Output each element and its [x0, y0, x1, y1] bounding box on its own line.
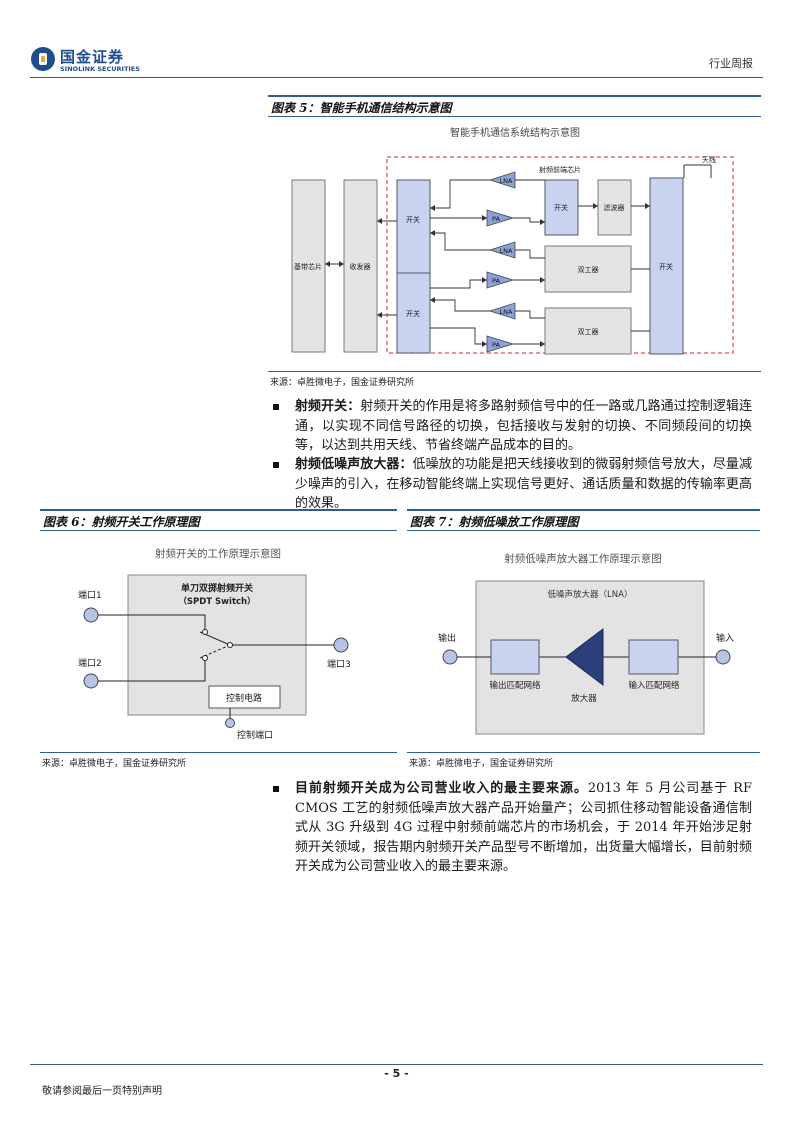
- logo-icon: [31, 47, 55, 71]
- fig5-top-rule: [268, 95, 761, 97]
- control-circuit-block: [208, 685, 281, 709]
- fig5-source: 来源：卓胜微电子，国金证券研究所: [270, 378, 415, 388]
- lna-3-label: LNA: [500, 308, 513, 316]
- port3-label: 端口3: [327, 658, 351, 670]
- fig7-source: 来源：卓胜微电子，国金证券研究所: [409, 759, 554, 769]
- switch-block-bottom: [396, 272, 431, 354]
- control-port-label: 控制端口: [237, 729, 273, 741]
- switch-label-antenna: 开关: [659, 262, 673, 271]
- fig7-bottom-rule: [407, 752, 760, 753]
- company-logo: 国金证券 SINOLINK SECURITIES: [30, 46, 145, 74]
- para-rf-switch-text: 射频开关的作用是将多路射频信号中的任一路或几路通过控制逻辑连通，以实现不同信号路…: [295, 399, 752, 453]
- logo-en: SINOLINK SECURITIES: [60, 65, 140, 73]
- port3-terminal: [333, 637, 349, 653]
- para-lna-lead: 射频低噪声放大器：: [295, 457, 413, 472]
- bullet-1: [273, 404, 279, 410]
- para-lna-text: 低噪放的功能是把天线接收到的微弱射频信号放大，尽量减少噪声的引入，在移动智能终端…: [295, 457, 752, 511]
- lna-diagram: 射频低噪声放大器工作原理示意图 低噪声放大器（LNA） 输出 输入 输出匹配网络…: [438, 552, 734, 735]
- bullet-3: [273, 786, 279, 792]
- fig6-title: 图表 6：射频开关工作原理图: [43, 515, 200, 529]
- para-rf-switch: 射频开关：射频开关的作用是将多路射频信号中的任一路或几路通过控制逻辑连通，以实现…: [295, 397, 752, 456]
- transceiver-block: [343, 179, 378, 353]
- output-label: 输出: [438, 632, 456, 644]
- footer-rule: [30, 1064, 763, 1065]
- fig5-diagram-title: 智能手机通信系统结构示意图: [450, 126, 580, 139]
- fig5-title: 图表 5：智能手机通信结构示意图: [271, 101, 452, 115]
- pa-3-label: PA: [492, 341, 501, 349]
- page-number: - 5 -: [384, 1067, 409, 1080]
- output-match-label: 输出匹配网络: [489, 680, 541, 691]
- fig6-top-rule: [40, 509, 397, 511]
- input-match-block: [628, 639, 679, 675]
- amplifier-triangle: [565, 627, 604, 687]
- antenna-label: 天线: [702, 155, 716, 164]
- pa-1-label: PA: [492, 215, 501, 223]
- control-circuit-label: 控制电路: [226, 692, 262, 704]
- control-port-terminal: [225, 718, 235, 728]
- fig6-title-rule: [40, 530, 397, 531]
- fig5-title-rule: [268, 116, 761, 117]
- filter-block: [597, 179, 632, 236]
- fig6-source: 来源：卓胜微电子，国金证券研究所: [42, 759, 187, 769]
- para-lna: 射频低噪声放大器：低噪放的功能是把天线接收到的微弱射频信号放大，尽量减少噪声的引…: [295, 455, 752, 514]
- duplexer-label-2: 双工器: [578, 328, 599, 336]
- fig7-diagram-title: 射频低噪声放大器工作原理示意图: [504, 552, 662, 565]
- lna-box-title: 低噪声放大器（LNA）: [548, 589, 633, 600]
- header-rule: [30, 77, 763, 78]
- report-type: 行业周报: [709, 57, 753, 70]
- transceiver-label: 收发器: [350, 262, 371, 271]
- fig7-title: 图表 7：射频低噪放工作原理图: [410, 515, 579, 529]
- switch-block-antenna: [649, 177, 684, 355]
- lna-1-label: LNA: [500, 177, 513, 185]
- smartphone-comm-diagram: 智能手机通信系统结构示意图 射频前端芯片 天线 基带芯片 收发器 开关 开关 L…: [270, 118, 760, 370]
- duplexer-block-2: [544, 307, 632, 355]
- fig6-bottom-rule: [40, 752, 397, 753]
- switch-label-mid: 开关: [554, 203, 568, 212]
- output-terminal: [442, 649, 458, 665]
- output-match-block: [490, 639, 540, 675]
- para-revenue-text: 2013 年 5 月公司基于 RF CMOS 工艺的射频低噪声放大器产品开始量产…: [295, 781, 752, 874]
- frontend-label: 射频前端芯片: [539, 165, 581, 174]
- duplexer-block-1: [544, 245, 632, 293]
- fig7-title-rule: [407, 530, 760, 531]
- fig6-diagram-title: 射频开关的工作原理示意图: [155, 547, 281, 560]
- amplifier-label: 放大器: [571, 693, 597, 704]
- baseband-label: 基带芯片: [294, 262, 322, 271]
- spdt-title: 单刀双掷射频开关: [181, 582, 253, 594]
- logo-cn: 国金证券: [60, 48, 125, 66]
- baseband-block: [291, 179, 326, 353]
- pa-2-label: PA: [492, 277, 501, 285]
- port1-terminal: [83, 607, 99, 623]
- para-rf-switch-lead: 射频开关：: [295, 399, 361, 414]
- input-match-label: 输入匹配网络: [628, 680, 680, 691]
- spdt-subtitle: （SPDT Switch）: [178, 596, 255, 607]
- para-revenue: 目前射频开关成为公司营业收入的最主要来源。2013 年 5 月公司基于 RF C…: [295, 779, 752, 877]
- input-terminal: [715, 649, 731, 665]
- input-label: 输入: [716, 632, 734, 644]
- filter-label: 滤波器: [604, 203, 625, 212]
- port2-label: 端口2: [78, 657, 102, 669]
- switch-block-mid: [544, 179, 579, 236]
- fig7-top-rule: [407, 509, 760, 511]
- footer-disclaimer: 敬请参阅最后一页特别声明: [42, 1086, 162, 1097]
- duplexer-label-1: 双工器: [578, 266, 599, 274]
- switch-label-top: 开关: [406, 215, 420, 224]
- para-revenue-lead: 目前射频开关成为公司营业收入的最主要来源。: [295, 781, 588, 796]
- rf-switch-diagram: 射频开关的工作原理示意图 单刀双掷射频开关 （SPDT Switch） 端口1 …: [78, 547, 351, 741]
- port1-label: 端口1: [78, 589, 102, 601]
- bullet-2: [273, 462, 279, 468]
- port2-terminal: [83, 673, 99, 689]
- switch-label-bottom: 开关: [406, 309, 420, 318]
- fig5-bottom-rule: [268, 371, 761, 372]
- lna-2-label: LNA: [500, 247, 513, 255]
